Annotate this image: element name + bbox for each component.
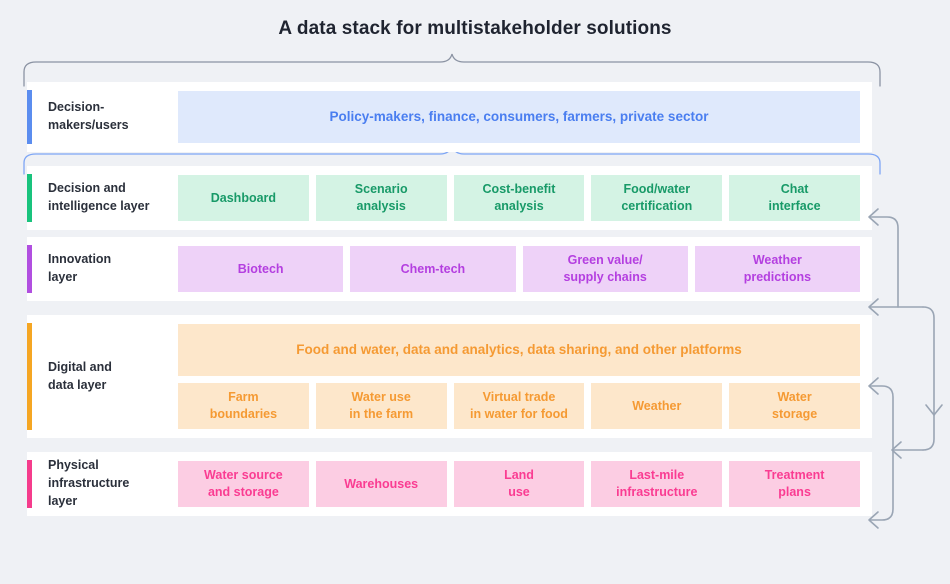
layer-content-decision-and-intelligence: Dashboard Scenario analysis Cost-benefit… xyxy=(178,166,872,230)
chip-weather-predictions[interactable]: Weather predictions xyxy=(694,246,860,292)
layer-label-decision-makers-users: Decision- makers/users xyxy=(48,100,129,132)
chip-food-water-data-platforms[interactable]: Food and water, data and analytics, data… xyxy=(178,324,860,376)
chip-virtual-trade-in-water-for-food[interactable]: Virtual trade in water for food xyxy=(453,383,585,429)
layer-content-decision-makers-users: Policy-makers, finance, consumers, farme… xyxy=(178,82,872,152)
layer-label-decision-and-intelligence: Decision and intelligence layer xyxy=(48,181,150,213)
page-title: A data stack for multistakeholder soluti… xyxy=(278,18,672,39)
layer-content-digital-and-data: Food and water, data and analytics, data… xyxy=(178,315,872,438)
chip-food-water-certification[interactable]: Food/water certification xyxy=(591,175,723,221)
box-row-datasets: Farm boundaries Water use in the farm Vi… xyxy=(178,383,860,429)
chip-green-value-supply-chains[interactable]: Green value/ supply chains xyxy=(522,246,688,292)
layer-row-decision-makers-users[interactable]: Decision- makers/users Policy-makers, fi… xyxy=(27,82,872,152)
chip-treatment-plans[interactable]: Treatment plans xyxy=(729,461,860,507)
layer-content-innovation: Biotech Chem-tech Green value/ supply ch… xyxy=(178,237,872,301)
chip-water-source-and-storage[interactable]: Water source and storage xyxy=(178,461,309,507)
layer-label-physical-infrastructure: Physical infrastructure layer xyxy=(48,458,130,508)
chip-water-storage[interactable]: Water storage xyxy=(729,383,860,429)
chip-chat-interface[interactable]: Chat interface xyxy=(729,175,860,221)
layer-content-physical-infrastructure: Water source and storage Warehouses Land… xyxy=(178,452,872,516)
chip-land-use[interactable]: Land use xyxy=(453,461,585,507)
accent-bar-green xyxy=(27,174,32,222)
chip-cost-benefit-analysis[interactable]: Cost-benefit analysis xyxy=(453,175,585,221)
box-row: Water source and storage Warehouses Land… xyxy=(178,461,860,507)
feedback-arrows xyxy=(868,208,943,529)
data-stack: Decision- makers/users Policy-makers, fi… xyxy=(27,82,872,523)
chip-farm-boundaries[interactable]: Farm boundaries xyxy=(178,383,309,429)
accent-bar-purple xyxy=(27,245,32,293)
chip-weather[interactable]: Weather xyxy=(591,383,723,429)
box-row-platforms: Food and water, data and analytics, data… xyxy=(178,324,860,376)
layer-label-innovation: Innovation layer xyxy=(48,252,112,284)
layer-row-innovation[interactable]: Innovation layer Biotech Chem-tech Green… xyxy=(27,237,872,301)
chip-water-use-in-the-farm[interactable]: Water use in the farm xyxy=(315,383,447,429)
box-row: Biotech Chem-tech Green value/ supply ch… xyxy=(178,246,860,292)
chip-dashboard[interactable]: Dashboard xyxy=(178,175,309,221)
accent-bar-blue xyxy=(27,90,32,144)
chip-biotech[interactable]: Biotech xyxy=(178,246,344,292)
chip-policy-makers[interactable]: Policy-makers, finance, consumers, farme… xyxy=(178,91,860,143)
layer-row-digital-and-data[interactable]: Digital and data layer Food and water, d… xyxy=(27,315,872,438)
chip-last-mile-infrastructure[interactable]: Last-mile infrastructure xyxy=(591,461,723,507)
accent-bar-orange xyxy=(27,323,32,430)
chip-scenario-analysis[interactable]: Scenario analysis xyxy=(315,175,447,221)
layer-row-physical-infrastructure[interactable]: Physical infrastructure layer Water sour… xyxy=(27,452,872,516)
chip-warehouses[interactable]: Warehouses xyxy=(315,461,447,507)
chip-chem-tech[interactable]: Chem-tech xyxy=(350,246,516,292)
layer-label-digital-and-data: Digital and data layer xyxy=(48,359,112,392)
accent-bar-pink xyxy=(27,460,32,508)
box-row: Dashboard Scenario analysis Cost-benefit… xyxy=(178,175,860,221)
box-row: Policy-makers, finance, consumers, farme… xyxy=(178,91,860,143)
layer-row-decision-and-intelligence[interactable]: Decision and intelligence layer Dashboar… xyxy=(27,166,872,230)
